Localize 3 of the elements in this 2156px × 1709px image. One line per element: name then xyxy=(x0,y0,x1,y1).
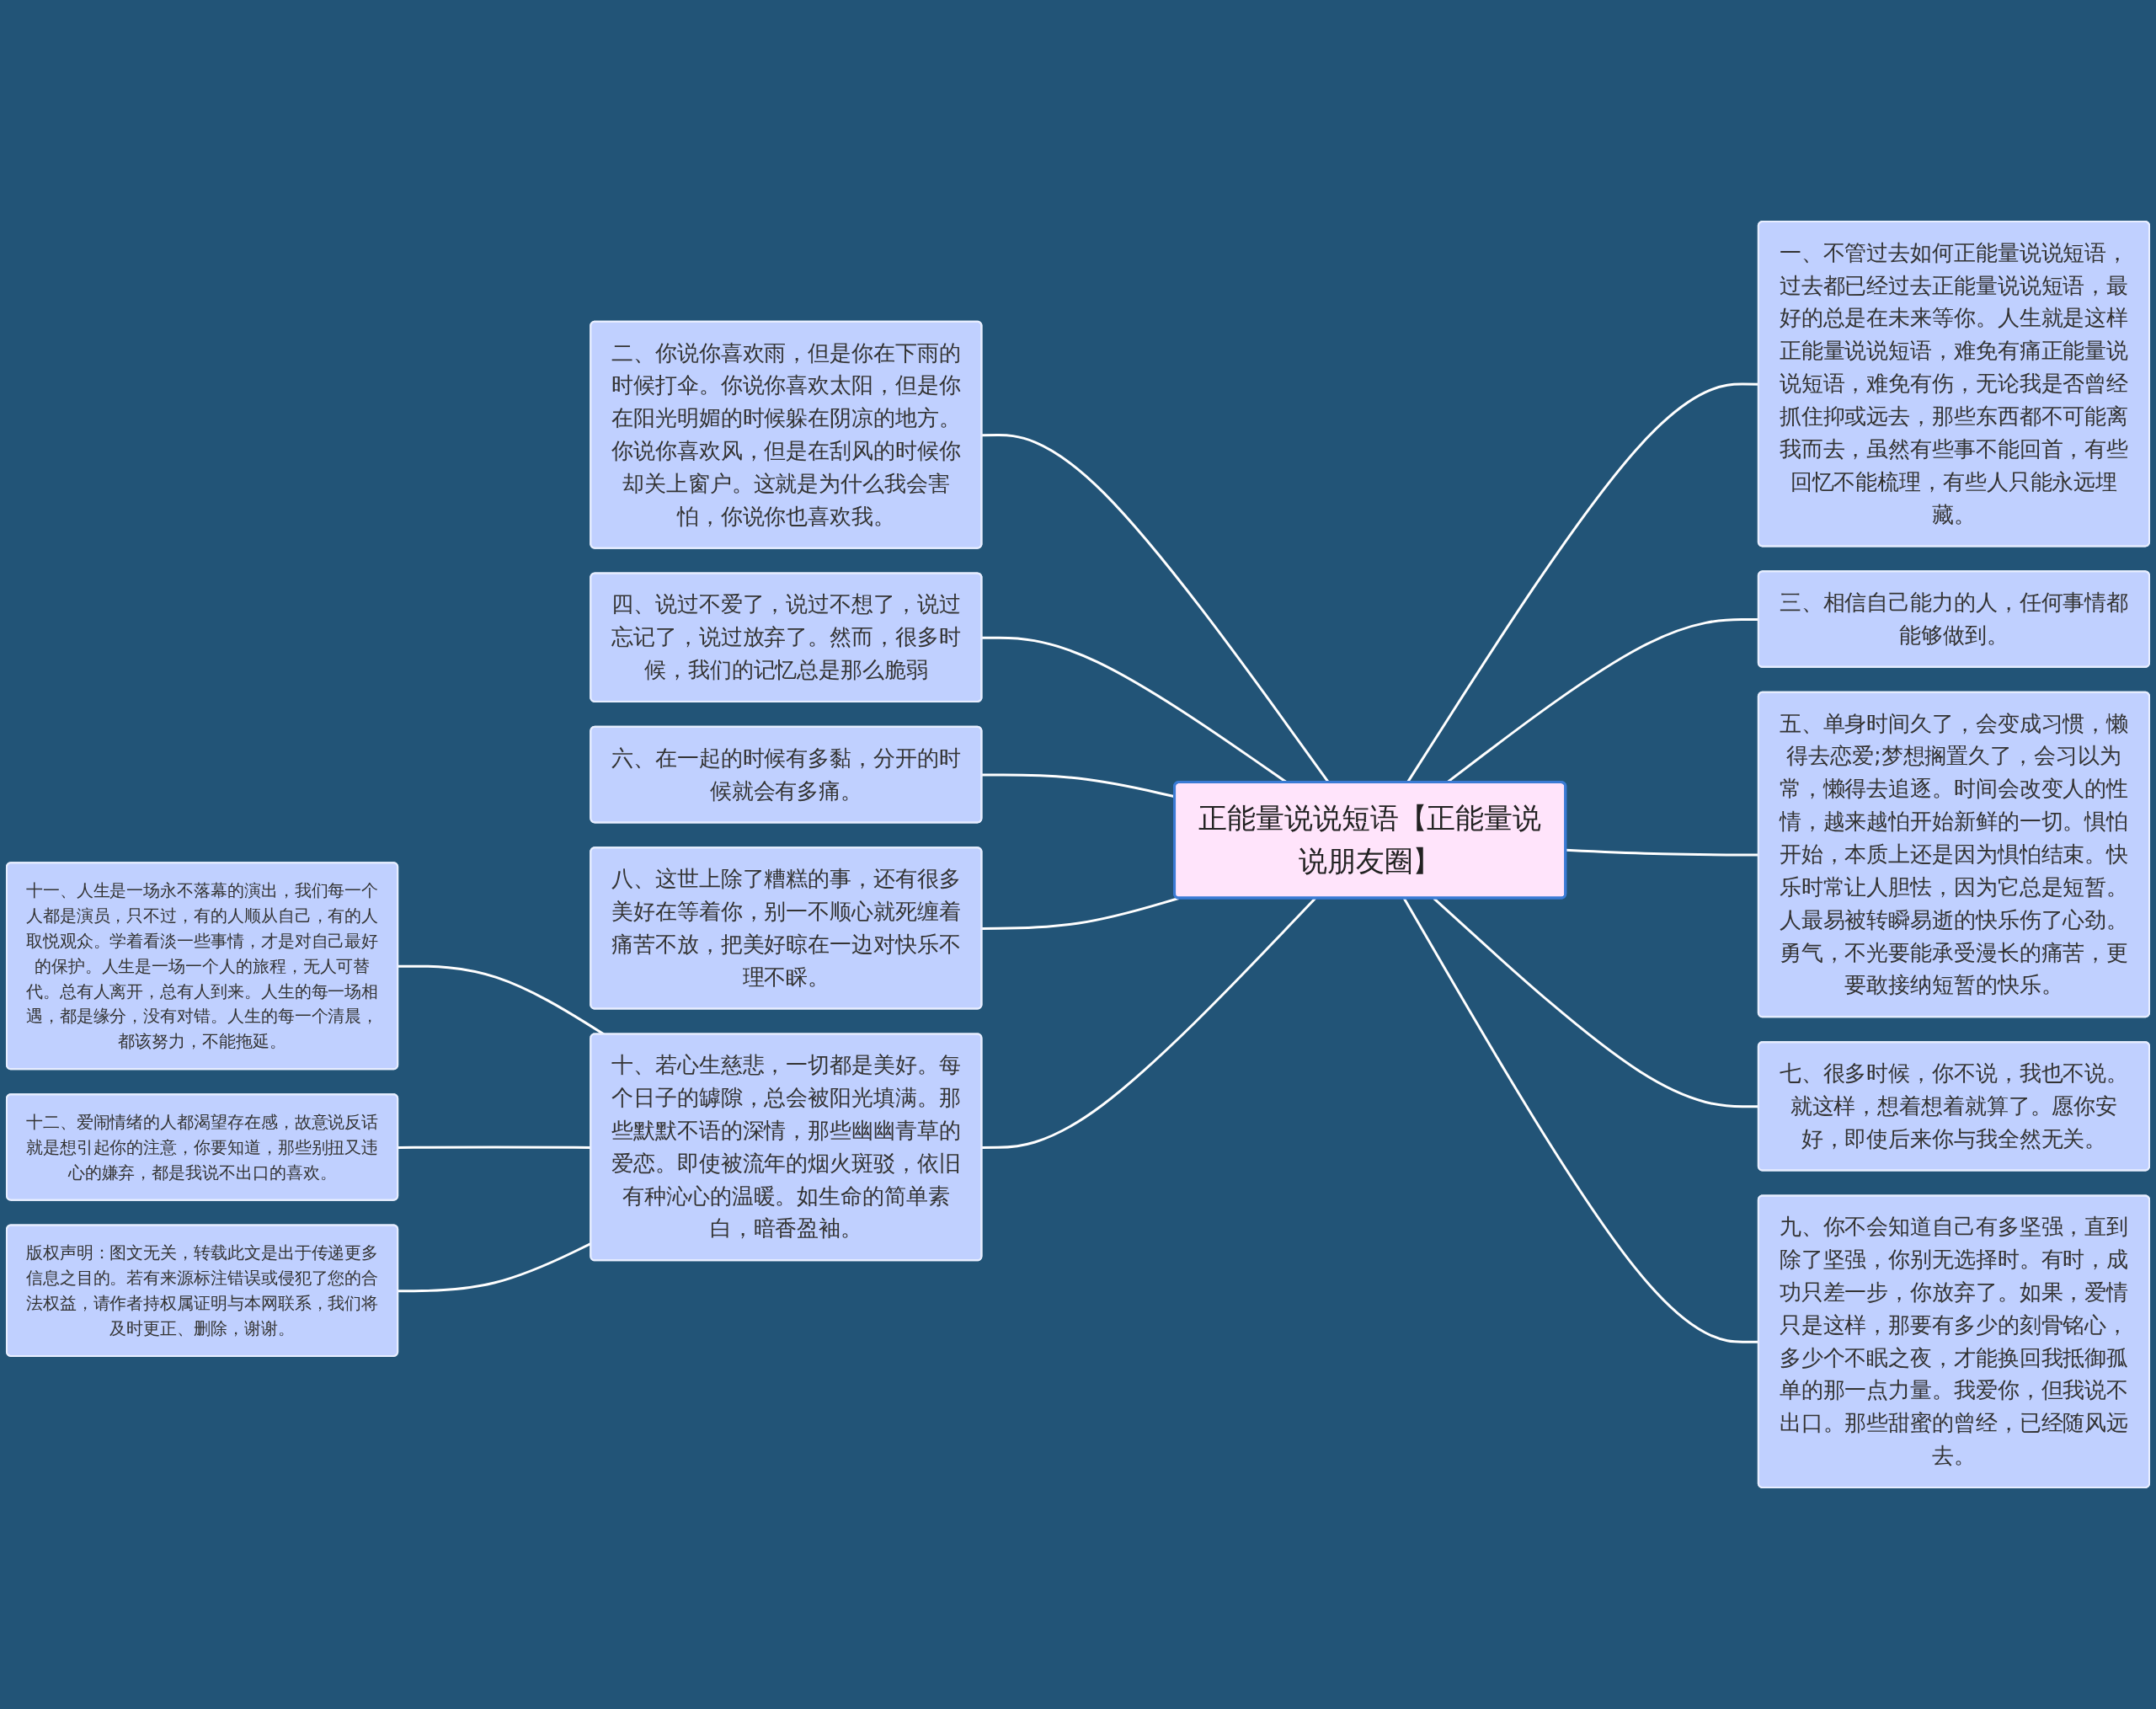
connector xyxy=(398,1146,591,1149)
connector xyxy=(981,897,1316,1149)
connector xyxy=(981,897,1179,930)
